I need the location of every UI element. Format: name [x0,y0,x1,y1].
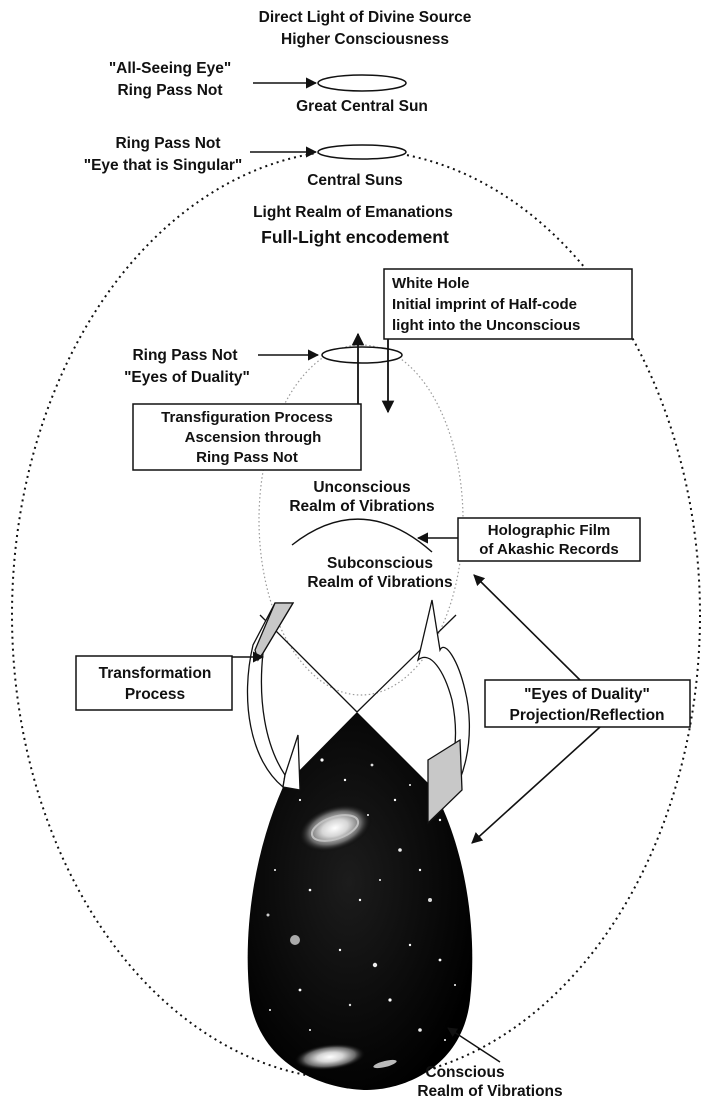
cosmos-egg [247,712,473,1090]
arrow-projection-down [471,726,601,844]
spiral-galaxy-lower [294,1043,366,1071]
transformation-line1: Transformation [99,665,212,682]
label-subconscious-2: Realm of Vibrations [307,574,452,591]
label-subconscious-1: Subconscious [327,555,433,572]
white-hole-line3: light into the Unconscious [392,317,580,334]
header-line1: Direct Light of Divine Source [259,9,472,26]
label-conscious-2: Realm of Vibrations [417,1083,562,1100]
label-great-central-sun: Great Central Sun [296,98,428,115]
header-line2: Higher Consciousness [281,31,449,48]
transfiguration-line1: Transfiguration Process [161,409,333,426]
arrow-to-conscious [447,1027,501,1063]
label-unconscious-2: Realm of Vibrations [289,498,434,515]
white-hole-box [383,268,633,340]
label-unconscious-1: Unconscious [313,479,410,496]
label-eyes-of-duality: "Eyes of Duality" [124,369,250,386]
label-ring-pass-not-2: Ring Pass Not [115,135,220,152]
label-ring-pass-not-3: Ring Pass Not [132,347,237,364]
label-conscious-1: Conscious [425,1064,504,1081]
transfiguration-line2: Ascension through [185,429,322,446]
label-all-seeing-eye: "All-Seeing Eye" [109,60,231,77]
left-curved-arrow [246,602,301,791]
holographic-line1: Holographic Film [488,522,611,539]
transfiguration-line3: Ring Pass Not [196,449,298,466]
label-eye-singular: "Eye that is Singular" [84,157,243,174]
projection-box [484,679,691,728]
x-line-right [356,614,457,713]
outer-dotted-oval [11,149,701,1081]
label-light-realm: Light Realm of Emanations [253,204,453,221]
central-suns-ellipse [317,144,407,160]
duality-eye-ellipse [321,346,403,364]
label-central-suns: Central Suns [307,172,403,189]
projection-line1: "Eyes of Duality" [524,686,650,703]
right-curved-arrow [416,599,470,825]
transformation-line2: Process [125,686,185,703]
label-ring-pass-not-1: Ring Pass Not [117,82,222,99]
holographic-box [457,517,641,562]
transfiguration-box [132,403,362,471]
holographic-line2: of Akashic Records [479,541,619,558]
transformation-box [75,655,233,711]
white-hole-line2: Initial imprint of Half-code [392,296,577,313]
great-central-sun-ellipse [317,74,407,92]
projection-line2: Projection/Reflection [509,707,664,724]
arrow-projection-up [473,574,581,681]
unconscious-arc [291,518,433,553]
white-hole-line1: White Hole [392,275,470,292]
label-full-light: Full-Light encodement [261,227,449,247]
